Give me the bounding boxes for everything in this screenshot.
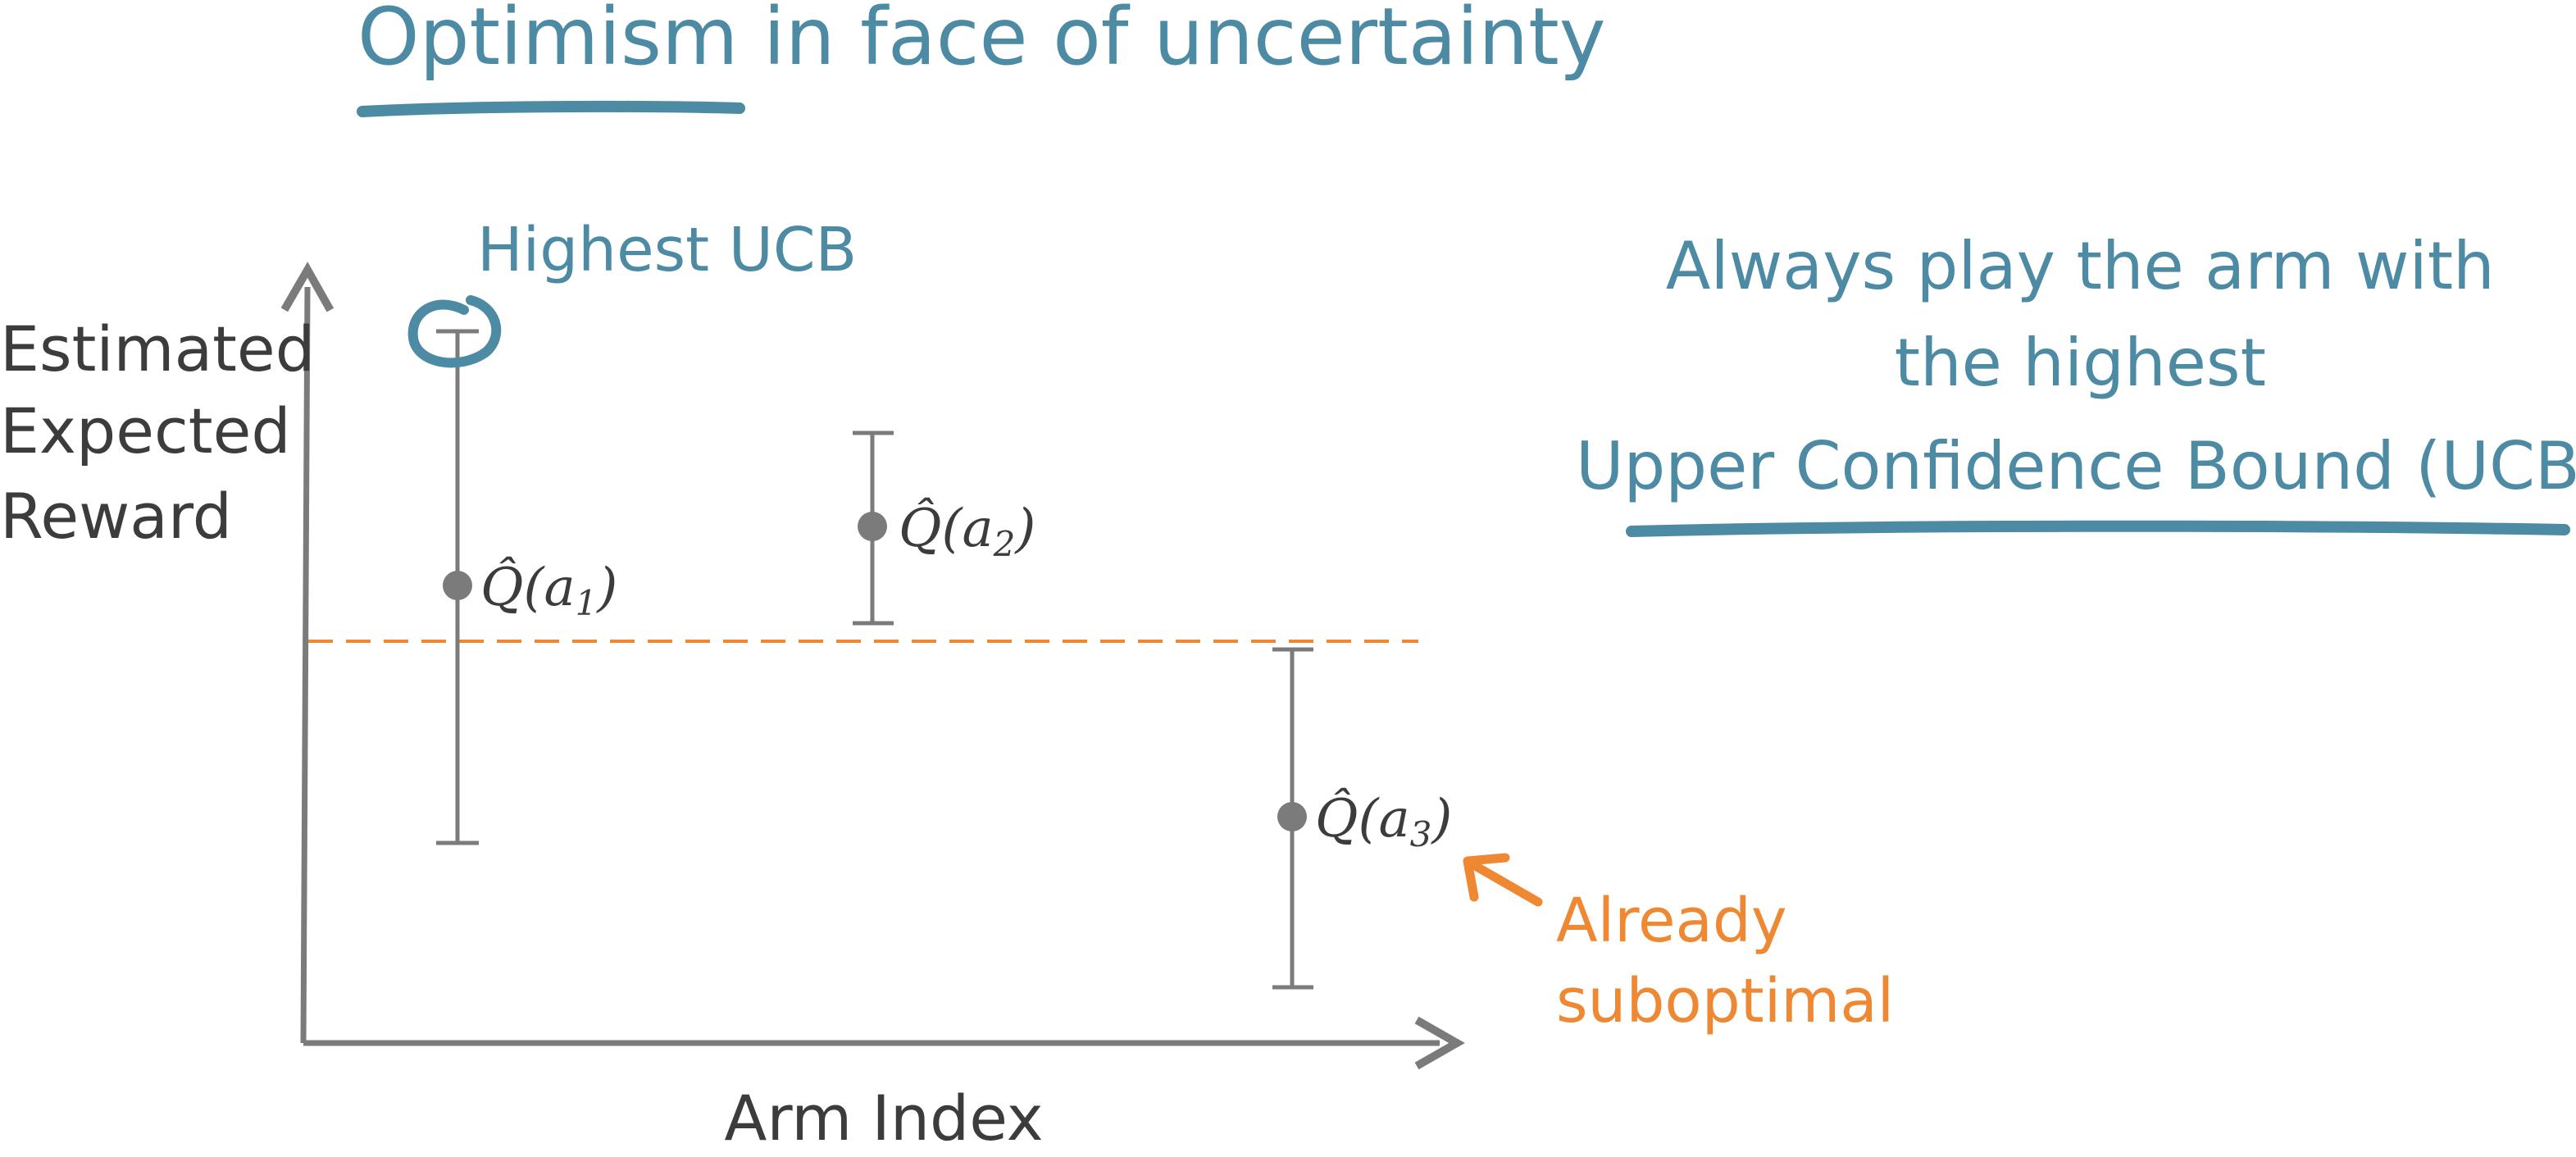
- arm-3-mean-point: [1277, 802, 1307, 831]
- ucb-rule-underline: [1626, 520, 2570, 537]
- arm-3-label: Q̂(a3): [1315, 788, 1452, 854]
- suboptimal-arrow: [1463, 853, 1543, 907]
- y-axis-label: Estimated Expected Reward: [0, 312, 335, 553]
- x-axis-label: Arm Index: [724, 1082, 1043, 1153]
- ucb-rule-text: Always play the arm with the highest Upp…: [1576, 228, 2576, 504]
- y-axis: [280, 262, 335, 1044]
- title-underline: [357, 100, 745, 117]
- ucb-rule-line-1: Always play the arm with: [1666, 228, 2495, 304]
- y-axis-label-line-3: Reward: [0, 480, 232, 553]
- y-axis-label-line-1: Estimated: [0, 312, 315, 385]
- slide-title: Optimism in face of uncertainty: [357, 0, 1606, 83]
- arm-1-mean-point: [443, 571, 472, 600]
- highest-ucb-circle: [407, 295, 502, 368]
- arm-1-label: Q̂(a1): [480, 557, 617, 623]
- arm-2-mean-point: [858, 512, 887, 541]
- highest-ucb-label: Highest UCB: [477, 215, 857, 285]
- suboptimal-label-line-2: suboptimal: [1556, 966, 1894, 1036]
- arm-2-label: Q̂(a2): [899, 498, 1035, 564]
- ucb-rule-line-3: Upper Confidence Bound (UCB): [1576, 428, 2576, 504]
- suboptimal-label: Already suboptimal: [1556, 886, 1894, 1036]
- ucb-rule-line-2: the highest: [1895, 325, 2266, 401]
- y-axis-label-line-2: Expected: [0, 394, 291, 467]
- suboptimal-label-line-1: Already: [1556, 886, 1787, 956]
